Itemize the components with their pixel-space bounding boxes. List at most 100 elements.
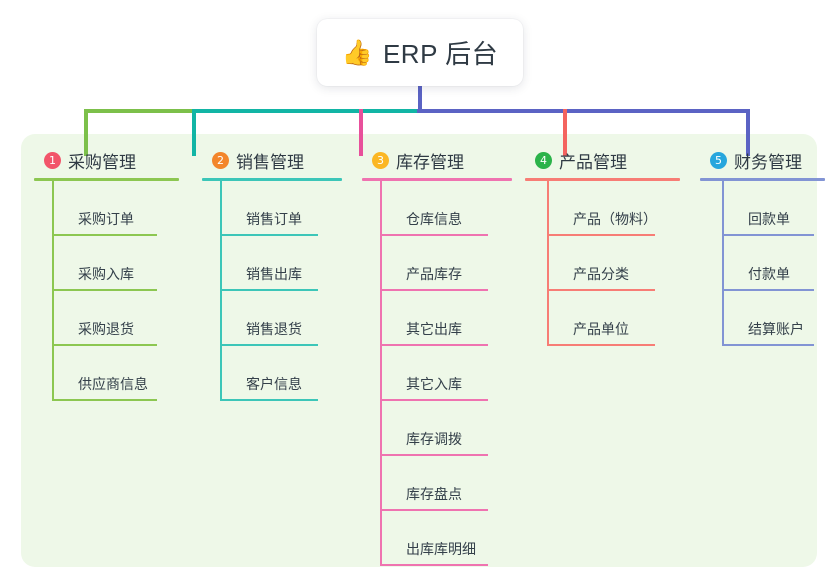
branch-badge-3: 3 (372, 151, 389, 169)
branch-item-underline (52, 399, 157, 401)
branch-spine-5 (722, 181, 724, 346)
branch-item-underline (52, 234, 157, 236)
mindmap-panel (21, 134, 817, 567)
branch-spine-3 (380, 181, 382, 566)
branch-item[interactable]: 采购退货 (52, 291, 179, 346)
branch-title-2: 销售管理 (236, 152, 304, 172)
branch-item[interactable]: 付款单 (722, 236, 825, 291)
branch-item-underline (380, 289, 488, 291)
branch-item[interactable]: 客户信息 (220, 346, 342, 401)
branch-item-underline (220, 234, 318, 236)
branch-item[interactable]: 库存调拨 (380, 401, 512, 456)
connector-drop-2 (192, 109, 196, 156)
branch-item-label: 产品库存 (406, 266, 462, 282)
branch-item-label: 采购入库 (78, 266, 134, 282)
branch-item-label: 结算账户 (748, 321, 804, 337)
branch-item-label: 库存调拨 (406, 431, 462, 447)
branch-item[interactable]: 其它出库 (380, 291, 512, 346)
branch-item[interactable]: 回款单 (722, 181, 825, 236)
branch-item-label: 采购退货 (78, 321, 134, 337)
connector-bus-middle (192, 109, 417, 113)
branch-spine-2 (220, 181, 222, 401)
branch-item-list-1: 采购订单采购入库采购退货供应商信息 (52, 181, 179, 401)
branch-item[interactable]: 供应商信息 (52, 346, 179, 401)
branch-item[interactable]: 产品单位 (547, 291, 680, 346)
branch-item-label: 其它出库 (406, 321, 462, 337)
branch-header-4[interactable]: 4 产品管理 (525, 148, 680, 172)
branch-item-underline (547, 289, 655, 291)
branch-item[interactable]: 仓库信息 (380, 181, 512, 236)
branch-item-label: 出库库明细 (406, 541, 476, 557)
branch-item-underline (52, 344, 157, 346)
branch-item-label: 回款单 (748, 211, 790, 227)
branch-underline-1 (34, 178, 179, 181)
branch-item-underline (380, 234, 488, 236)
branch-item-label: 产品（物料） (573, 211, 657, 227)
branch-underline-2 (202, 178, 342, 181)
branch-item-underline (547, 234, 655, 236)
branch-item-list-2: 销售订单销售出库销售退货客户信息 (220, 181, 342, 401)
branch-item-underline (380, 509, 488, 511)
branch-item-label: 销售出库 (246, 266, 302, 282)
branch-item-underline (380, 344, 488, 346)
branch-item-underline (547, 344, 655, 346)
branch-item[interactable]: 采购订单 (52, 181, 179, 236)
branch-item[interactable]: 结算账户 (722, 291, 825, 346)
branch-item[interactable]: 采购入库 (52, 236, 179, 291)
connector-drop-3 (359, 109, 363, 156)
branch-item-label: 产品分类 (573, 266, 629, 282)
branch-item[interactable]: 出库库明细 (380, 511, 512, 566)
branch-item-label: 付款单 (748, 266, 790, 282)
branch-item-underline (722, 234, 814, 236)
branch-item-underline (220, 289, 318, 291)
root-node[interactable]: 👍 ERP 后台 (317, 19, 523, 86)
branch-item[interactable]: 销售退货 (220, 291, 342, 346)
branch-title-1: 采购管理 (68, 152, 136, 172)
branch-item-underline (722, 344, 814, 346)
branch-item-label: 销售退货 (246, 321, 302, 337)
branch-item-label: 客户信息 (246, 376, 302, 392)
branch-item-label: 供应商信息 (78, 376, 148, 392)
branch-item[interactable]: 产品库存 (380, 236, 512, 291)
branch-item-list-3: 仓库信息产品库存其它出库其它入库库存调拨库存盘点出库库明细 (380, 181, 512, 566)
branch-item-underline (380, 564, 488, 566)
branch-item-underline (220, 344, 318, 346)
branch-item-underline (722, 289, 814, 291)
branch-item[interactable]: 销售出库 (220, 236, 342, 291)
branch-item-label: 其它入库 (406, 376, 462, 392)
branch-badge-4: 4 (535, 151, 552, 169)
branch-item-label: 产品单位 (573, 321, 629, 337)
branch-item-label: 仓库信息 (406, 211, 462, 227)
branch-item[interactable]: 其它入库 (380, 346, 512, 401)
root-node-content: 👍 ERP 后台 (342, 34, 498, 71)
connector-drop-4 (563, 109, 567, 156)
branch-title-4: 产品管理 (559, 152, 627, 172)
branch-item-label: 库存盘点 (406, 486, 462, 502)
branch-badge-1: 1 (44, 151, 61, 169)
branch-item[interactable]: 销售订单 (220, 181, 342, 236)
branch-title-5: 财务管理 (734, 152, 802, 172)
connector-root-stem (418, 86, 422, 111)
branch-underline-5 (700, 178, 825, 181)
branch-underline-4 (525, 178, 680, 181)
branch-underline-3 (362, 178, 512, 181)
connector-bus-left (84, 109, 192, 113)
connector-bus-right (417, 109, 750, 113)
branch-item-underline (380, 399, 488, 401)
connector-drop-1 (84, 109, 88, 156)
branch-column-4: 4 产品管理产品（物料） 产品分类产品单位 (525, 148, 680, 346)
root-title: ERP 后台 (382, 39, 499, 69)
branch-item[interactable]: 库存盘点 (380, 456, 512, 511)
branch-item[interactable]: 产品分类 (547, 236, 680, 291)
branch-item-label: 采购订单 (78, 211, 134, 227)
branch-spine-1 (52, 181, 54, 401)
branch-item-underline (52, 289, 157, 291)
branch-header-1[interactable]: 1 采购管理 (34, 148, 179, 172)
branch-item[interactable]: 产品（物料） (547, 181, 680, 236)
